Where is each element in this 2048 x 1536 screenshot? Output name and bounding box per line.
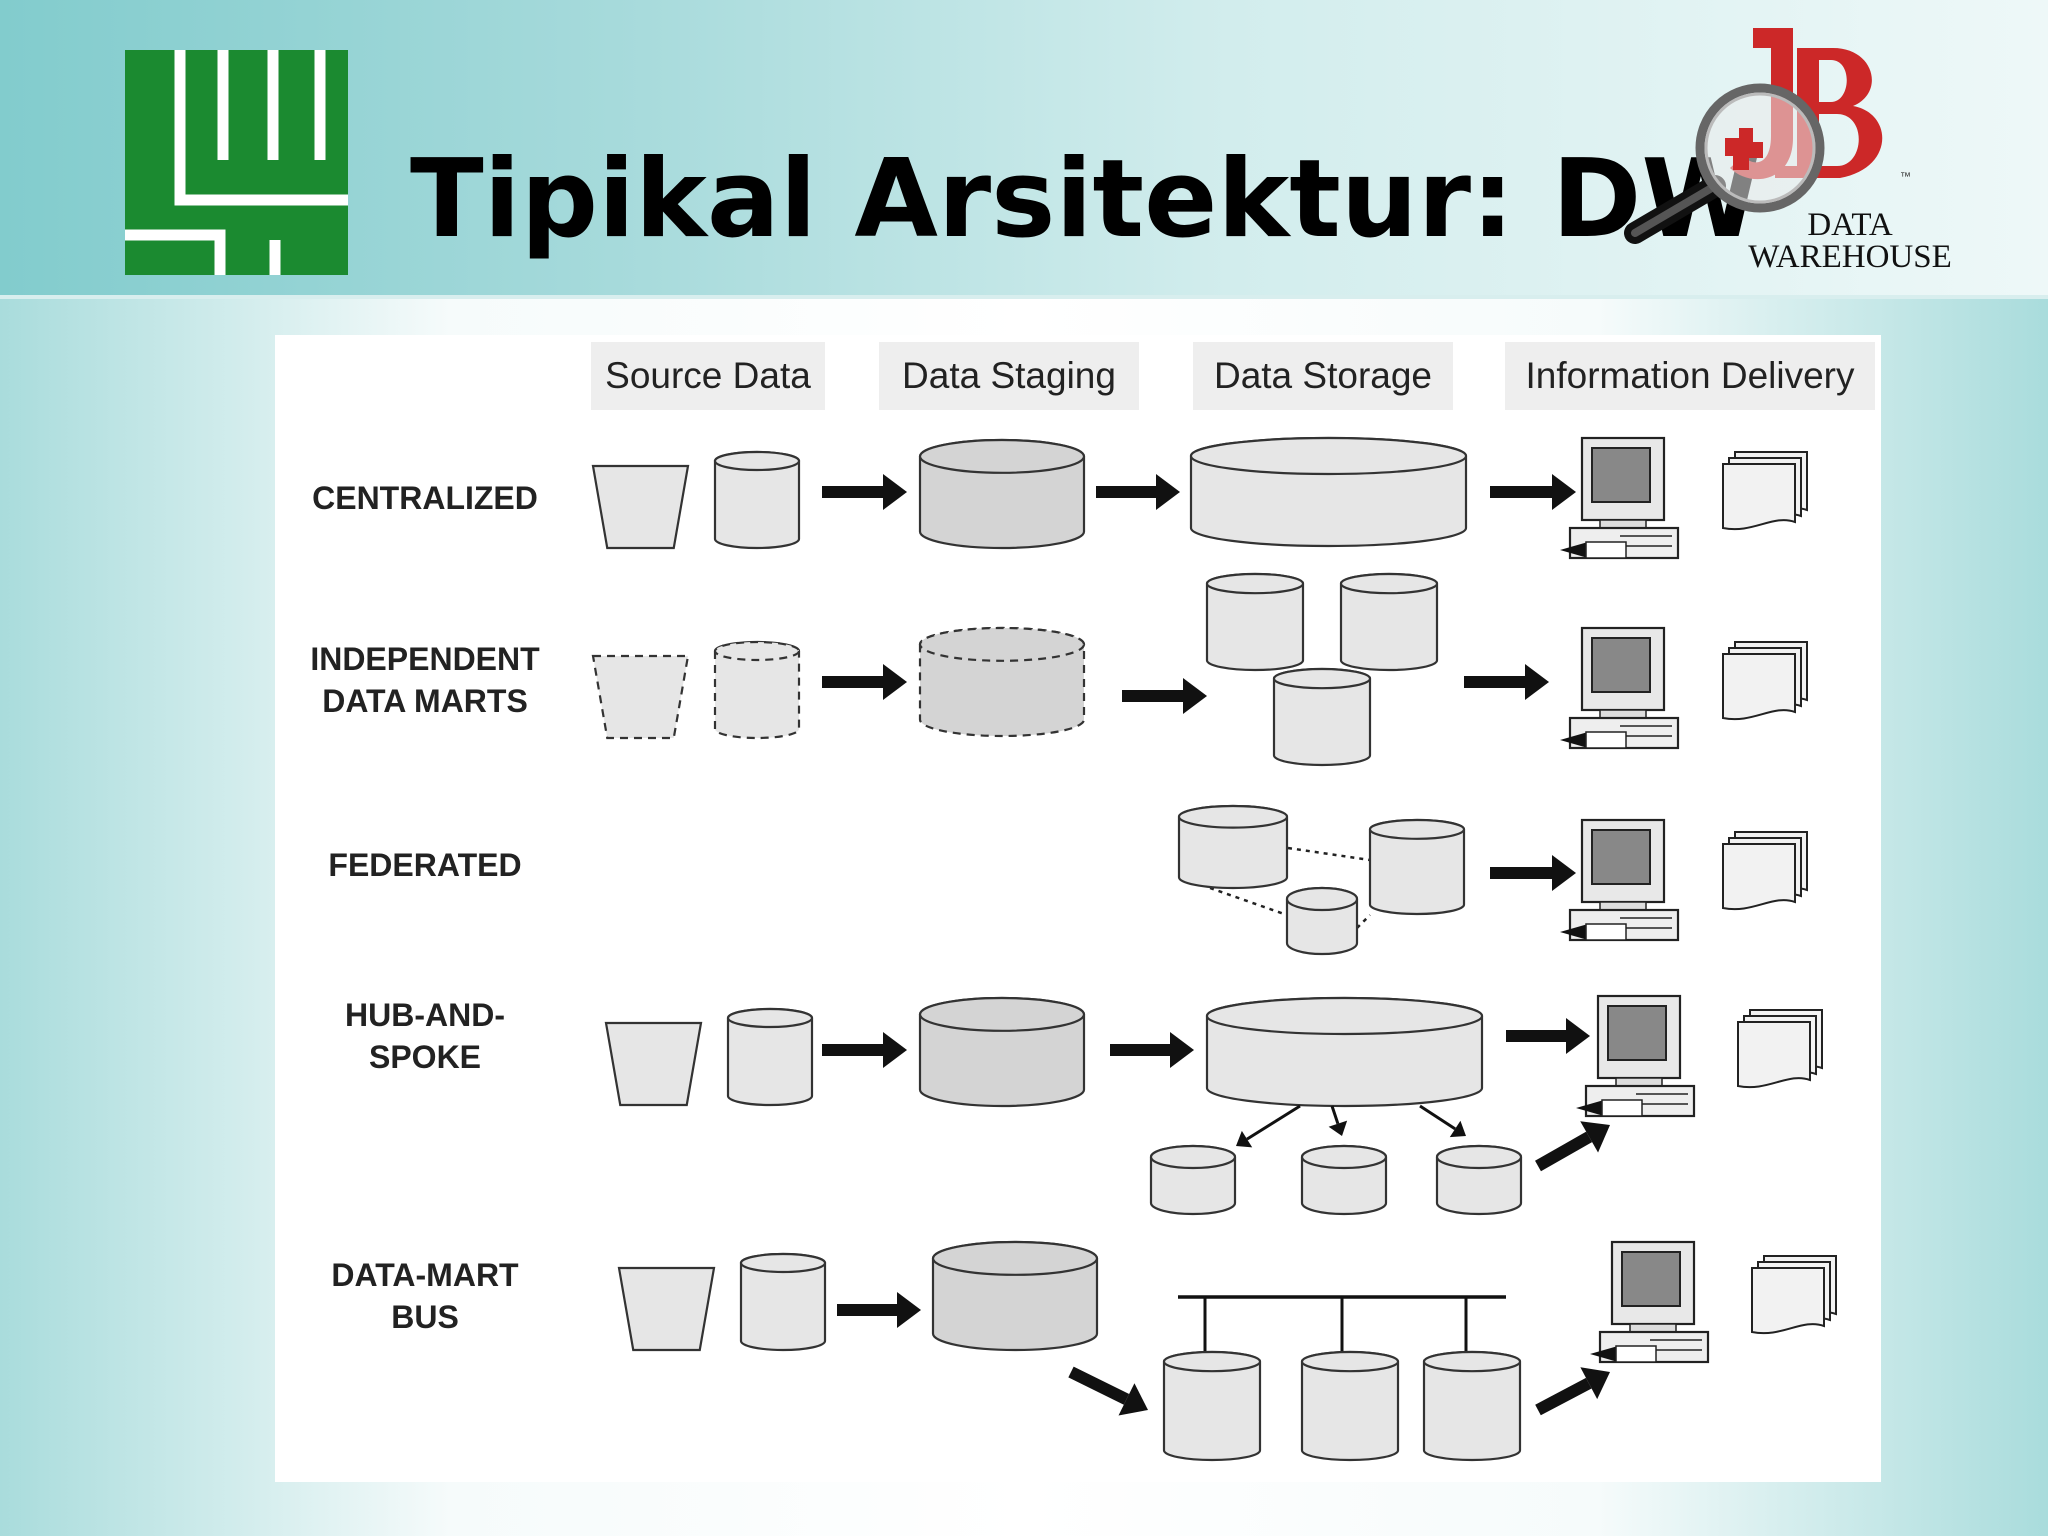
- computer-icon: [1560, 818, 1680, 942]
- row-label-independent-data-marts: INDEPENDENT DATA MARTS: [310, 641, 540, 719]
- column-data-staging: Data Staging: [879, 342, 1139, 410]
- hub-mart-cylinder-icon: [1300, 1144, 1388, 1216]
- computer-icon: [1576, 994, 1696, 1118]
- centralized-source-cylinder-icon: [713, 450, 801, 550]
- hub-staging-cylinder-icon: [918, 996, 1086, 1108]
- centralized-arrow-1: [822, 474, 907, 510]
- hub-arrow-1: [822, 1032, 907, 1068]
- data-mart-cylinder-icon: [1205, 572, 1305, 672]
- row-label-data-mart-bus: DATA-MART BUS: [331, 1257, 519, 1335]
- hub-arrow-3: [1506, 1018, 1590, 1054]
- brand-line-1: DATA: [1807, 207, 1893, 243]
- trademark-mark: ™: [1900, 171, 1911, 183]
- report-pages-icon: [1737, 1009, 1823, 1089]
- federated-cylinder-icon: [1177, 804, 1289, 890]
- column-information-delivery: Information Delivery: [1505, 342, 1875, 410]
- federated-links: [1209, 846, 1371, 929]
- row-label-federated: FEDERATED: [328, 847, 522, 883]
- hub-source-cylinder-icon: [726, 1007, 814, 1107]
- independent-arrow-3: [1464, 664, 1549, 700]
- bus-staging-cylinder-icon: [931, 1240, 1099, 1352]
- green-logo: [125, 50, 348, 275]
- column-source-data: Source Data: [591, 342, 825, 410]
- bus-mart-cylinder-icon: [1300, 1350, 1400, 1462]
- computer-icon: [1560, 626, 1680, 750]
- independent-arrow-2: [1122, 678, 1207, 714]
- brand-line-2: WAREHOUSE: [1748, 239, 1952, 275]
- hub-spoke-arrow: [1236, 1104, 1301, 1148]
- bus-arrow-2: [1068, 1366, 1148, 1416]
- bus-source-cylinder-icon: [739, 1252, 827, 1352]
- report-pages-icon: [1722, 451, 1808, 531]
- hub-mart-cylinder-icon: [1149, 1144, 1237, 1216]
- centralized-staging-cylinder-icon: [918, 438, 1086, 550]
- bus-source-trapezoid-icon: [617, 1266, 716, 1352]
- data-mart-cylinder-icon: [1272, 667, 1372, 767]
- bus-arrow-1: [837, 1292, 921, 1328]
- report-pages-icon: [1722, 831, 1808, 911]
- hub-central-cylinder-icon: [1205, 996, 1484, 1108]
- independent-staging-cylinder-icon: [918, 626, 1086, 738]
- independent-source-cylinder-icon: [713, 640, 801, 740]
- centralized-arrow-2: [1096, 474, 1180, 510]
- row-label-hub-and-spoke: HUB-AND- SPOKE: [345, 997, 505, 1075]
- federated-arrow-1: [1490, 855, 1576, 891]
- bus-arrow-3: [1535, 1367, 1610, 1416]
- row-label-centralized: CENTRALIZED: [312, 480, 538, 516]
- hub-mart-cylinder-icon: [1435, 1144, 1523, 1216]
- computer-icon: [1590, 1240, 1710, 1364]
- report-pages-icon: [1751, 1255, 1837, 1335]
- bus-mart-cylinder-icon: [1162, 1350, 1262, 1462]
- centralized-source-trapezoid-icon: [591, 464, 690, 550]
- independent-source-trapezoid-icon: [591, 654, 690, 740]
- hub-arrow-4: [1535, 1121, 1610, 1172]
- report-pages-icon: [1722, 641, 1808, 721]
- hub-arrow-2: [1110, 1032, 1194, 1068]
- data-warehouse-logo: ™: [1624, 28, 1911, 244]
- hub-spoke-arrow: [1328, 1105, 1348, 1136]
- column-data-storage: Data Storage: [1193, 342, 1453, 410]
- page-title: Tipikal Arsitektur: DW: [410, 137, 1761, 262]
- independent-arrow-1: [822, 664, 907, 700]
- centralized-storage-cylinder-icon: [1189, 436, 1468, 548]
- hub-source-trapezoid-icon: [604, 1021, 703, 1107]
- computer-icon: [1560, 436, 1680, 560]
- federated-cylinder-icon: [1285, 886, 1359, 956]
- data-mart-cylinder-icon: [1339, 572, 1439, 672]
- centralized-arrow-3: [1490, 474, 1576, 510]
- federated-cylinder-icon: [1368, 818, 1466, 916]
- hub-spoke-arrow: [1419, 1104, 1466, 1138]
- bus-mart-cylinder-icon: [1422, 1350, 1522, 1462]
